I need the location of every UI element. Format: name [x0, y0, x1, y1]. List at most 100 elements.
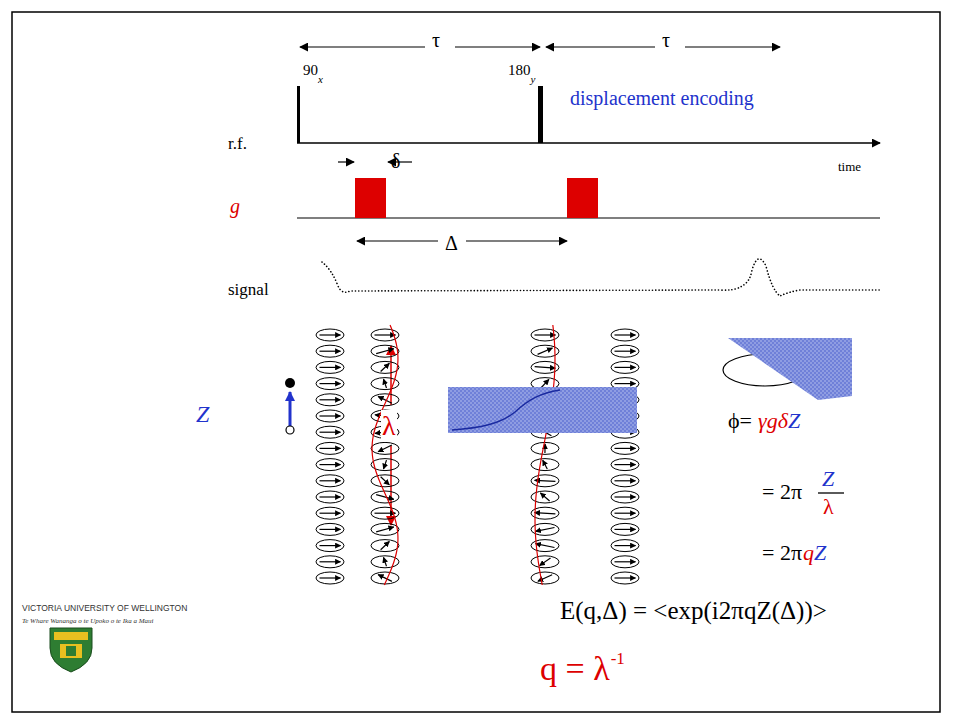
spin-ellipse — [316, 410, 344, 422]
displacement-box — [448, 387, 637, 433]
gradient-pulse — [567, 178, 598, 218]
encoding-note-holder: displacement encoding — [570, 88, 754, 108]
axis-label: time — [838, 160, 861, 173]
phase-helix — [372, 325, 398, 585]
pulse-phase-holder: y — [531, 70, 536, 86]
q-exponent: -1 — [611, 650, 625, 667]
spin-ellipse — [316, 507, 344, 519]
delta-label-holder: δ — [391, 151, 400, 171]
spin-vector — [615, 367, 636, 368]
spin-vector — [535, 544, 554, 548]
z-axis-dot — [285, 378, 295, 388]
spin-ellipse — [316, 491, 344, 503]
Delta-label: Δ — [445, 233, 458, 253]
formula-part-holder: ϕ= — [728, 410, 752, 432]
tau-label-holder: τ — [432, 30, 440, 50]
spin-vector — [320, 383, 341, 384]
pulse-angle-holder: 90 — [303, 62, 318, 78]
spin-vector — [320, 351, 341, 352]
spin-vector — [378, 575, 392, 582]
spin-vector — [320, 448, 341, 449]
spin-vector — [539, 558, 550, 566]
spin-ellipse — [371, 345, 399, 357]
formula-denominator-holder: λ — [823, 496, 834, 518]
spin-vector — [384, 379, 387, 388]
spin-vector — [320, 545, 341, 546]
axis-label: Z — [196, 402, 209, 426]
spin-ellipse — [316, 361, 344, 373]
formula-part-holder: γgδ — [758, 410, 788, 432]
formula-part: = 2π — [762, 481, 802, 503]
spin-ellipse — [611, 361, 639, 373]
echo-formula: E(q,Δ) = <exp(i2πqZ(Δ))> — [560, 598, 827, 623]
z-axis-origin — [286, 426, 294, 434]
formula-part: = 2π — [762, 542, 802, 564]
tau-label: τ — [662, 30, 670, 50]
spin-vector — [543, 460, 548, 469]
axis-label-holder: r.f. — [228, 135, 247, 152]
Delta-arrow — [466, 240, 567, 241]
spin-vector — [615, 529, 636, 530]
spin-vector — [320, 513, 341, 514]
spin-ellipse — [371, 523, 399, 535]
fraction-bar — [818, 492, 844, 493]
spin-ellipse — [611, 329, 639, 341]
axis-label-holder: time — [838, 158, 861, 174]
spin-ellipse — [611, 507, 639, 519]
spin-ellipse — [611, 556, 639, 568]
formula-part: γgδ — [758, 410, 788, 432]
pulse-90 — [297, 86, 300, 143]
q-definition-holder: q = λ — [540, 652, 610, 686]
pulse-angle-holder: 180 — [508, 62, 531, 78]
axis-label-holder: g — [230, 196, 240, 216]
spin-vector — [535, 334, 556, 335]
spin-ellipse — [316, 426, 344, 438]
lambda-arrow — [390, 346, 392, 405]
spin-ellipse — [611, 491, 639, 503]
spin-vector — [376, 349, 394, 354]
spin-ellipse — [371, 475, 399, 487]
university-motto: Te Whare Wananga o te Upoko o te Ika a M… — [22, 618, 153, 625]
pulse-phase: y — [531, 74, 536, 85]
spin-vector — [615, 480, 636, 481]
formula-part-holder: = 2π — [762, 542, 802, 564]
tau-arrow — [685, 46, 780, 47]
spin-ellipse — [611, 475, 639, 487]
formula-part: ϕ= — [728, 410, 752, 432]
q-exponent-holder: -1 — [611, 650, 625, 667]
spin-vector — [320, 496, 341, 497]
spin-vector — [376, 527, 394, 532]
spin-ellipse — [611, 459, 639, 471]
spin-ellipse — [371, 361, 399, 373]
spin-vector — [384, 460, 387, 469]
spin-vector — [320, 577, 341, 578]
spin-vector — [615, 545, 636, 546]
wavelength-label: λ — [381, 410, 397, 442]
spin-vector — [615, 334, 636, 335]
axis-label-holder: Z — [196, 402, 209, 426]
spin-vector — [320, 415, 341, 416]
spin-ellipse — [316, 540, 344, 552]
tau-arrow — [546, 46, 655, 47]
spin-ellipse — [371, 540, 399, 552]
spin-vector — [376, 495, 394, 500]
spin-vector — [320, 334, 341, 335]
formula-part-holder: Z — [788, 410, 800, 432]
pulse-phase: x — [318, 74, 323, 85]
displacement-curve — [452, 390, 560, 430]
spin-vector — [378, 445, 392, 452]
spin-vector — [615, 577, 636, 578]
Delta-label-holder: Δ — [445, 233, 458, 253]
spin-vector — [615, 513, 636, 514]
spin-ellipse — [316, 345, 344, 357]
formula-part: Z — [814, 542, 826, 564]
spin-vector — [615, 383, 636, 384]
spin-ellipse — [611, 442, 639, 454]
spin-ellipse — [316, 523, 344, 535]
pulse-180 — [538, 86, 543, 143]
phase-helix — [535, 325, 555, 585]
spin-ellipse — [316, 556, 344, 568]
delta-label: δ — [391, 151, 400, 171]
spin-vector — [320, 529, 341, 530]
formula-part: q — [803, 542, 814, 564]
